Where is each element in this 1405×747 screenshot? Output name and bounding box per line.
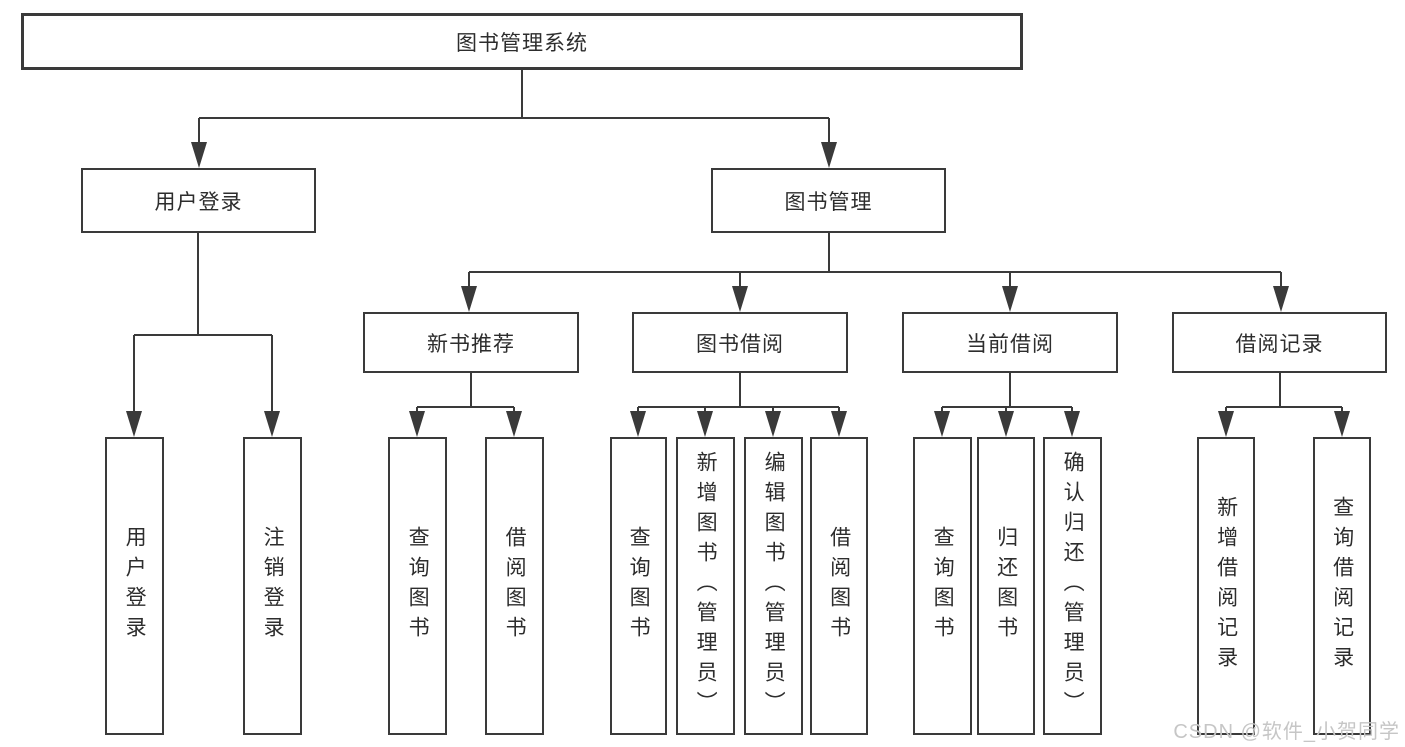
- leaf-confirm-return-admin: 确认归还（管理员）: [1043, 437, 1102, 735]
- csdn-watermark: CSDN @软件_小贺同学: [1173, 721, 1400, 743]
- node-new-book-recommendation: 新书推荐: [363, 312, 579, 373]
- leaf-query-books-borrow: 查询图书: [610, 437, 667, 735]
- leaf-query-books-borrow-label: 查询图书: [627, 526, 651, 646]
- leaf-edit-books-admin-label: 编辑图书（管理员）: [762, 451, 786, 721]
- node-book-management-label: 图书管理: [784, 190, 873, 214]
- leaf-edit-books-admin: 编辑图书（管理员）: [744, 437, 803, 735]
- node-user-login-label: 用户登录: [154, 190, 243, 214]
- node-root-label: 图书管理系统: [456, 31, 588, 55]
- leaf-query-books-current-label: 查询图书: [931, 526, 955, 646]
- leaf-borrow-books: 借阅图书: [810, 437, 868, 735]
- node-current-borrowing-label: 当前借阅: [966, 332, 1054, 356]
- leaf-borrow-books-recommend-label: 借阅图书: [503, 526, 527, 646]
- node-root: 图书管理系统: [21, 13, 1023, 70]
- leaf-query-borrow-record-label: 查询借阅记录: [1330, 496, 1354, 676]
- node-user-login: 用户登录: [81, 168, 316, 233]
- leaf-borrow-books-label: 借阅图书: [827, 526, 851, 646]
- leaf-add-borrow-record: 新增借阅记录: [1197, 437, 1255, 735]
- leaf-return-books: 归还图书: [977, 437, 1035, 735]
- node-book-borrowing: 图书借阅: [632, 312, 848, 373]
- leaf-add-borrow-record-label: 新增借阅记录: [1214, 496, 1238, 676]
- node-book-management: 图书管理: [711, 168, 946, 233]
- leaf-user-login-label: 用户登录: [123, 526, 147, 646]
- node-book-borrowing-label: 图书借阅: [696, 332, 784, 356]
- leaf-return-books-label: 归还图书: [994, 526, 1018, 646]
- leaf-add-books-admin-label: 新增图书（管理员）: [694, 451, 718, 721]
- leaf-query-books-recommend: 查询图书: [388, 437, 447, 735]
- leaf-add-books-admin: 新增图书（管理员）: [676, 437, 735, 735]
- leaf-query-borrow-record: 查询借阅记录: [1313, 437, 1371, 735]
- node-borrowing-records: 借阅记录: [1172, 312, 1387, 373]
- leaf-borrow-books-recommend: 借阅图书: [485, 437, 544, 735]
- leaf-confirm-return-admin-label: 确认归还（管理员）: [1061, 451, 1085, 721]
- leaf-query-books-recommend-label: 查询图书: [406, 526, 430, 646]
- leaf-logout: 注销登录: [243, 437, 302, 735]
- leaf-user-login: 用户登录: [105, 437, 164, 735]
- node-current-borrowing: 当前借阅: [902, 312, 1118, 373]
- arrowheads: [126, 142, 1350, 437]
- node-new-book-recommendation-label: 新书推荐: [427, 332, 515, 356]
- leaf-query-books-current: 查询图书: [913, 437, 972, 735]
- node-borrowing-records-label: 借阅记录: [1235, 332, 1324, 356]
- leaf-logout-label: 注销登录: [261, 526, 285, 646]
